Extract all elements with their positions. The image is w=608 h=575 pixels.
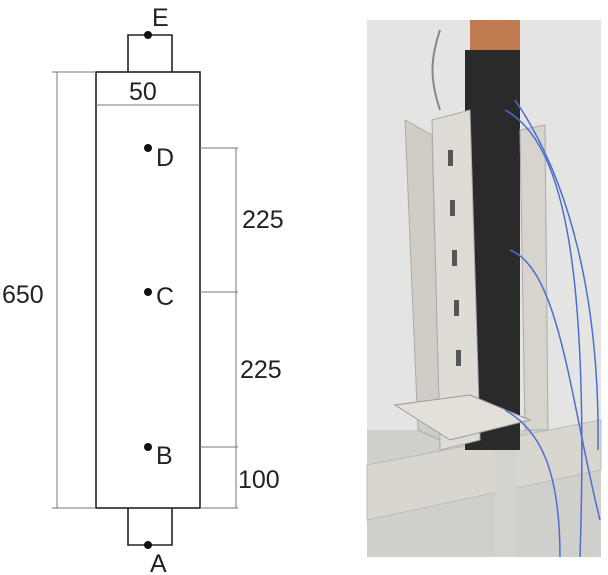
label-d: D (156, 144, 174, 172)
point-b-marker (144, 443, 152, 451)
label-e: E (152, 4, 169, 32)
point-d-marker (144, 144, 152, 152)
point-a-marker (144, 541, 152, 549)
copper-electrode (470, 20, 520, 50)
label-a: A (150, 550, 167, 575)
wires (504, 99, 601, 558)
test-setup-photo (366, 20, 602, 558)
top-tab (127, 34, 173, 72)
d-c-label: 225 (242, 206, 284, 234)
b-bottom-label: 100 (238, 466, 280, 494)
point-c-marker (144, 288, 152, 296)
dimension-lines (52, 71, 238, 509)
height-label: 650 (2, 281, 44, 309)
point-e-marker (144, 31, 152, 39)
specimen-outline (95, 71, 201, 509)
width-label: 50 (129, 78, 157, 106)
label-c: C (156, 283, 174, 311)
bottom-tab (127, 508, 173, 546)
label-b: B (156, 442, 173, 470)
c-b-label: 225 (240, 356, 282, 384)
